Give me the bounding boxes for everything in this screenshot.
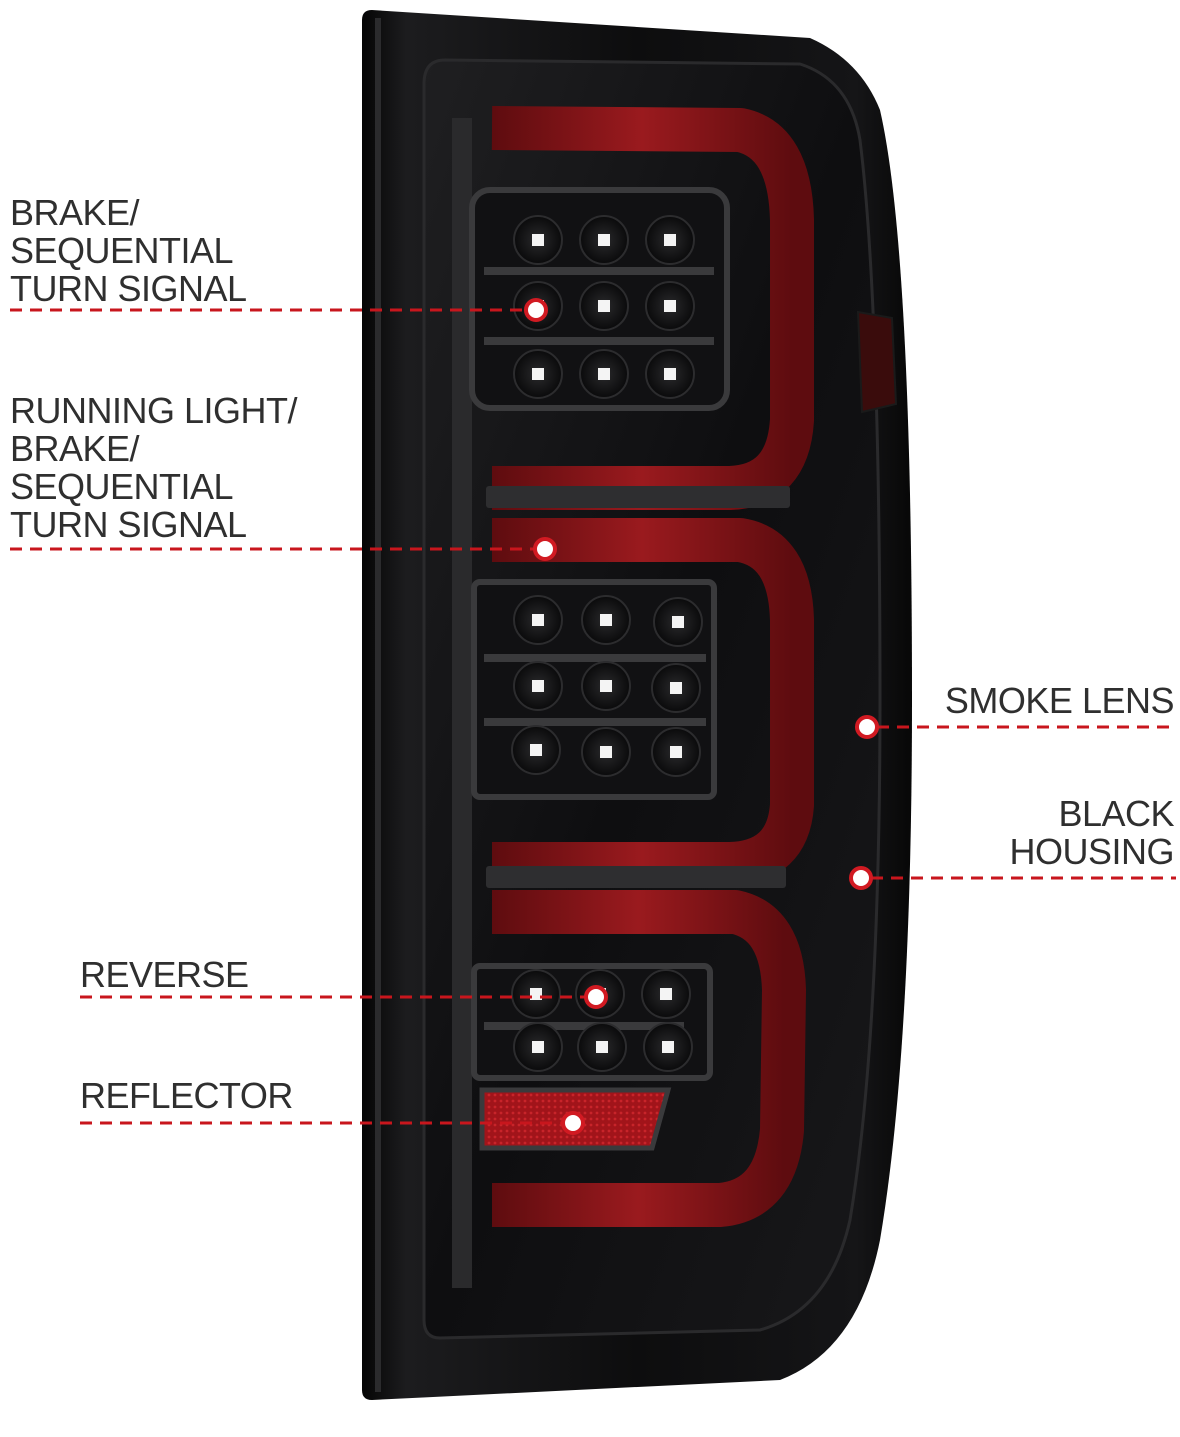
led-chip xyxy=(670,746,682,758)
leader-lines xyxy=(10,298,1176,1135)
led-chip xyxy=(600,614,612,626)
led-chip xyxy=(664,368,676,380)
light-tube-top xyxy=(491,106,814,510)
label-line: REVERSE xyxy=(80,954,249,995)
callout-marker xyxy=(855,715,879,739)
led-chip xyxy=(598,234,610,246)
side-marker xyxy=(856,310,898,414)
led-chip xyxy=(600,680,612,692)
label-brake-sequential-turn: BRAKE/ SEQUENTIAL TURN SIGNAL xyxy=(10,194,247,308)
led-chip xyxy=(598,300,610,312)
label-line: BRAKE/ xyxy=(10,428,140,469)
led-chip xyxy=(532,1041,544,1053)
led-chip xyxy=(596,1041,608,1053)
label-line: HOUSING xyxy=(1009,831,1174,872)
led-chip xyxy=(662,1041,674,1053)
led-chip xyxy=(532,234,544,246)
label-line: RUNNING LIGHT/ xyxy=(10,390,298,431)
label-line: BRAKE/ xyxy=(10,192,140,233)
led-chip xyxy=(664,300,676,312)
label-running-brake-sequential-turn: RUNNING LIGHT/ BRAKE/ SEQUENTIAL TURN SI… xyxy=(10,390,298,545)
led-chip xyxy=(532,614,544,626)
divider xyxy=(486,866,786,888)
label-reflector: REFLECTOR xyxy=(80,1077,293,1115)
label-line: SMOKE LENS xyxy=(944,680,1175,721)
label-line: REFLECTOR xyxy=(80,1075,293,1116)
led-group xyxy=(511,969,693,1072)
label-line: SEQUENTIAL xyxy=(10,230,234,271)
callout-marker xyxy=(561,1111,585,1135)
light-tube-bottom xyxy=(492,890,806,1227)
led-chip xyxy=(660,988,672,1000)
callout-marker xyxy=(533,537,557,561)
callout-marker xyxy=(524,298,548,322)
label-reverse: REVERSE xyxy=(80,956,249,994)
callout-marker xyxy=(584,985,608,1009)
led-chip xyxy=(664,234,676,246)
label-black-housing: BLACK HOUSING xyxy=(1009,795,1174,871)
label-line: BLACK xyxy=(1058,793,1174,834)
label-line: TURN SIGNAL xyxy=(10,268,247,309)
light-tube-middle xyxy=(492,518,814,886)
label-smoke-lens: SMOKE LENS xyxy=(944,680,1175,721)
led-chip xyxy=(598,368,610,380)
led-chip xyxy=(532,680,544,692)
led-group xyxy=(511,595,703,777)
led-chip xyxy=(600,746,612,758)
led-chip xyxy=(530,744,542,756)
label-line: TURN SIGNAL xyxy=(10,504,247,545)
led-chip xyxy=(670,682,682,694)
label-line: SEQUENTIAL xyxy=(10,466,234,507)
led-chip xyxy=(672,616,684,628)
led-chip xyxy=(530,988,542,1000)
divider xyxy=(486,486,790,508)
led-group xyxy=(513,215,695,399)
led-chip xyxy=(532,368,544,380)
callout-marker xyxy=(849,866,873,890)
